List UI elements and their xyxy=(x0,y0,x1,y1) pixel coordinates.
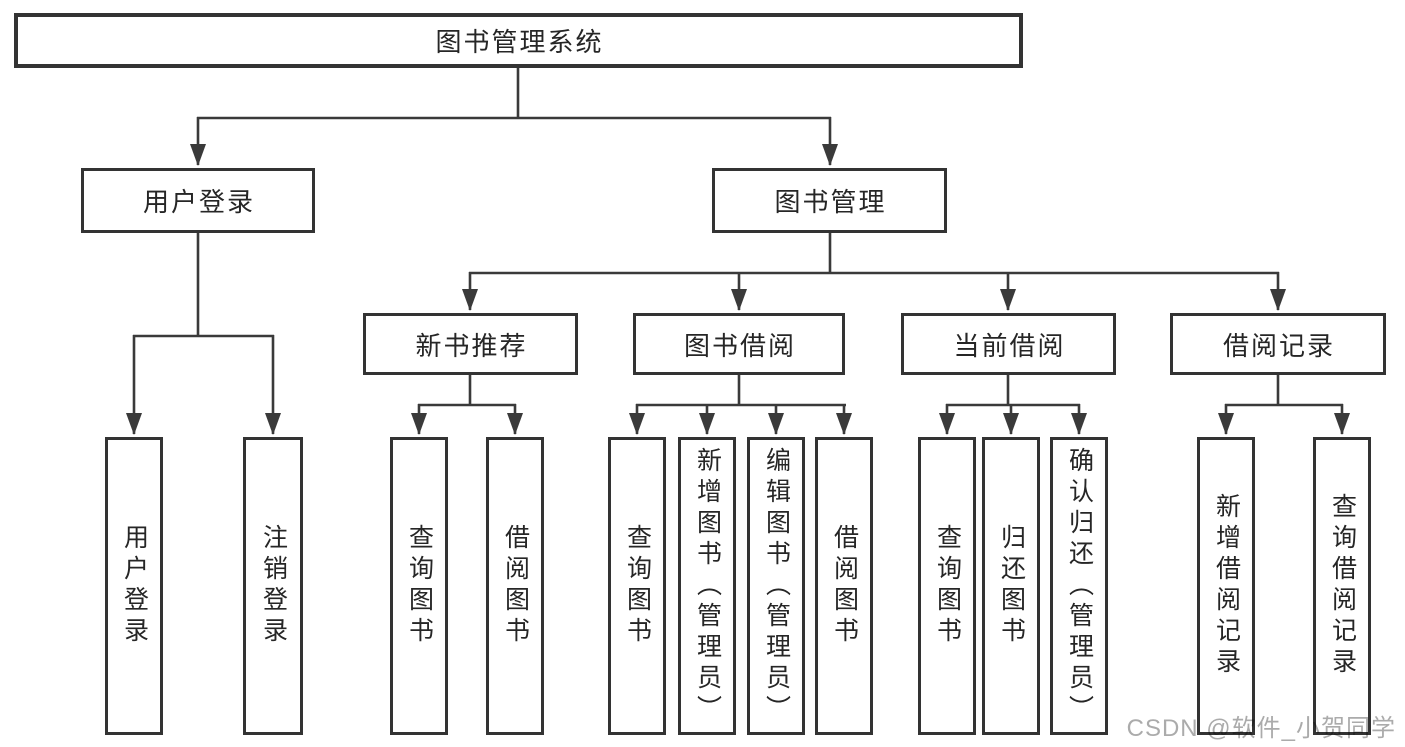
leaf-borrow-books-recommend: 借阅图书 xyxy=(486,437,544,735)
edges-user-login xyxy=(126,233,281,435)
node-new-book-recommend: 新书推荐 xyxy=(363,313,578,375)
node-book-borrow: 图书借阅 xyxy=(633,313,845,375)
leaf-query-books-current-label: 查询图书 xyxy=(933,524,962,648)
leaf-query-books-recommend: 查询图书 xyxy=(390,437,448,735)
node-current-borrow: 当前借阅 xyxy=(901,313,1116,375)
leaf-add-borrow-record-label: 新增借阅记录 xyxy=(1212,493,1241,679)
leaf-confirm-return-admin: 确认归还（管理员） xyxy=(1050,437,1108,735)
leaf-edit-book-admin-label: 编辑图书（管理员） xyxy=(762,446,791,726)
leaf-user-login: 用户登录 xyxy=(105,437,163,735)
leaf-query-books-borrow-label: 查询图书 xyxy=(623,524,652,648)
csdn-watermark: CSDN @软件_小贺同学 xyxy=(1126,715,1396,742)
leaf-edit-book-admin: 编辑图书（管理员） xyxy=(747,437,805,735)
leaf-query-borrow-record-label: 查询借阅记录 xyxy=(1328,493,1357,679)
leaf-user-login-label: 用户登录 xyxy=(120,524,149,648)
leaf-return-book-label: 归还图书 xyxy=(997,524,1026,648)
edges-book-management xyxy=(462,233,1286,311)
leaf-borrow-books-recommend-label: 借阅图书 xyxy=(501,524,530,648)
leaf-add-book-admin: 新增图书（管理员） xyxy=(678,437,736,735)
leaf-query-books-recommend-label: 查询图书 xyxy=(405,524,434,648)
leaf-add-borrow-record: 新增借阅记录 xyxy=(1197,437,1255,735)
node-book-management: 图书管理 xyxy=(712,168,947,233)
node-library-management-system: 图书管理系统 xyxy=(14,13,1023,68)
leaf-borrow-books-borrow: 借阅图书 xyxy=(815,437,873,735)
leaf-return-book: 归还图书 xyxy=(982,437,1040,735)
leaf-logout: 注销登录 xyxy=(243,437,303,735)
edges-root xyxy=(190,68,838,166)
edges-current-borrow xyxy=(939,375,1087,435)
node-borrow-records: 借阅记录 xyxy=(1170,313,1386,375)
leaf-query-books-borrow: 查询图书 xyxy=(608,437,666,735)
leaf-borrow-books-borrow-label: 借阅图书 xyxy=(830,524,859,648)
leaf-logout-label: 注销登录 xyxy=(259,524,288,648)
leaf-query-books-current: 查询图书 xyxy=(918,437,976,735)
leaf-query-borrow-record: 查询借阅记录 xyxy=(1313,437,1371,735)
edges-new-book-recommend xyxy=(411,375,523,435)
leaf-confirm-return-admin-label: 确认归还（管理员） xyxy=(1065,446,1094,726)
edges-book-borrow xyxy=(629,375,852,435)
leaf-add-book-admin-label: 新增图书（管理员） xyxy=(693,446,722,726)
node-user-login: 用户登录 xyxy=(81,168,315,233)
edges-borrow-records xyxy=(1218,375,1350,435)
